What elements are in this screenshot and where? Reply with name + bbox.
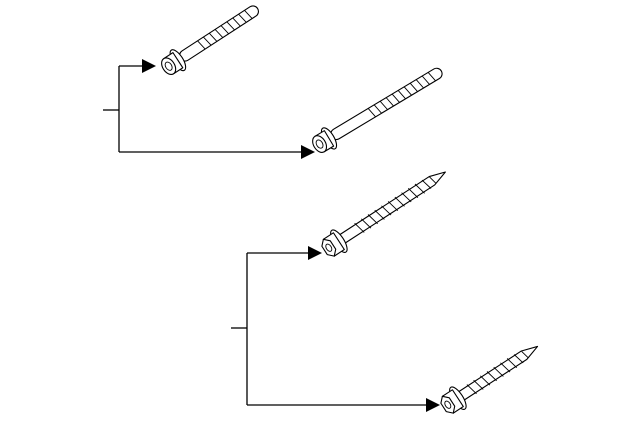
bolt-socket-short xyxy=(161,5,259,75)
bolt-2-head-face xyxy=(312,135,328,153)
screw-3-hex-center xyxy=(325,243,333,252)
screw-hex-short xyxy=(440,345,539,414)
bolt-1-socket xyxy=(164,61,173,71)
bolt-2-shank xyxy=(330,67,443,141)
screw-hex-long xyxy=(321,171,446,257)
screw-4-hex-center xyxy=(444,400,452,409)
bracket-top xyxy=(103,59,315,159)
arrowhead-4 xyxy=(426,398,440,412)
bolt-1-threads xyxy=(197,10,253,50)
screw-4-hex-head xyxy=(440,395,456,414)
arrowhead-2 xyxy=(301,145,315,159)
screw-4-threads xyxy=(466,351,529,395)
bracket-bottom xyxy=(231,246,440,412)
bolt-1-head-face xyxy=(161,57,177,75)
screw-3-hex-head xyxy=(321,238,337,257)
screw-4-shank xyxy=(457,345,539,402)
bolt-2-threads xyxy=(367,72,436,118)
bolt-2-socket xyxy=(315,139,324,149)
bolt-socket-long xyxy=(312,67,443,153)
arrowhead-3 xyxy=(308,246,322,260)
screw-3-threads xyxy=(354,176,437,233)
arrowhead-1 xyxy=(142,59,156,73)
